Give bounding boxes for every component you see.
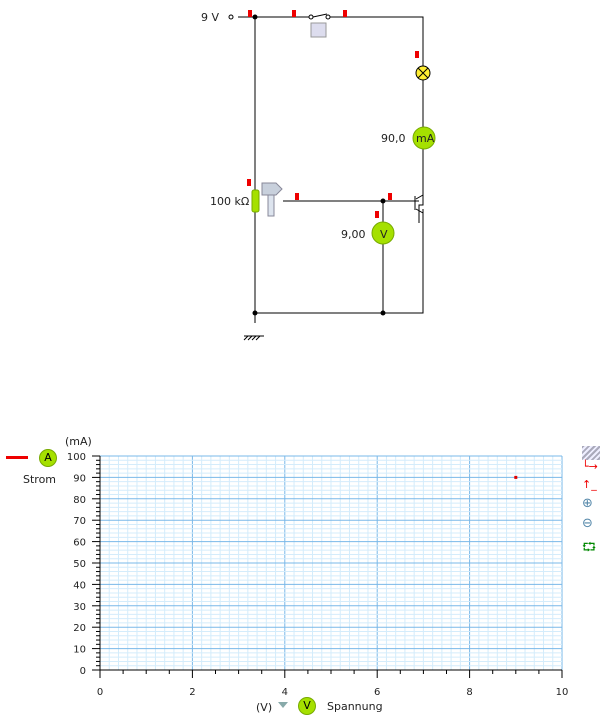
source-label: 9 V — [201, 11, 220, 24]
y-tick-label: 30 — [73, 602, 86, 613]
potentiometer-slider[interactable] — [267, 194, 275, 217]
hatch-icon[interactable] — [582, 446, 600, 460]
fit-icon[interactable]: ⮔ — [582, 540, 597, 554]
data-point — [514, 475, 518, 479]
x-tick-label: 4 — [282, 687, 288, 698]
ammeter-value: 90,0 — [381, 132, 406, 145]
x-meter-icon[interactable]: V — [298, 697, 316, 715]
x-axis-unit: (V) — [256, 701, 273, 714]
y-tick-label: 0 — [80, 666, 86, 677]
y-tick-label: 10 — [73, 645, 86, 656]
y-meter-icon[interactable]: A — [39, 449, 57, 467]
potentiometer[interactable] — [251, 189, 260, 213]
y-meter-name: Strom — [23, 473, 57, 486]
y-tick-label: 70 — [73, 516, 86, 527]
y-tick-label: 90 — [73, 473, 86, 484]
series-color-swatch — [6, 456, 28, 459]
resistor-label: 100 kΩ — [210, 195, 250, 208]
x-tick-label: 2 — [189, 687, 195, 698]
x-meter-name: Spannung — [327, 700, 383, 713]
y-tick-label: 50 — [73, 559, 86, 570]
voltmeter-unit: V — [380, 228, 388, 241]
y-tick-label: 40 — [73, 580, 86, 591]
x-tick-label: 10 — [556, 687, 569, 698]
voltmeter-icon — [371, 221, 395, 245]
y-tick-label: 80 — [73, 495, 86, 506]
zoom-in-icon[interactable]: ⊕ — [582, 496, 593, 511]
y-tick-label: 20 — [73, 623, 86, 634]
x-meter-dropdown-icon[interactable] — [278, 702, 288, 708]
x-tick-label: 6 — [374, 687, 380, 698]
zoom-out-icon[interactable]: ⊖ — [582, 516, 593, 531]
axis-y-icon[interactable]: ↑_ — [582, 478, 597, 491]
y-axis-unit: (mA) — [65, 435, 92, 448]
ammeter-unit: mA — [416, 132, 435, 145]
x-tick-label: 0 — [97, 687, 103, 698]
switch-button[interactable] — [310, 22, 327, 38]
axis-x-icon[interactable]: └→ — [582, 460, 598, 473]
y-tick-label: 60 — [73, 538, 86, 549]
voltmeter-value: 9,00 — [341, 228, 366, 241]
ammeter-icon — [412, 126, 436, 150]
x-tick-label: 8 — [466, 687, 472, 698]
y-tick-label: 100 — [67, 452, 86, 463]
